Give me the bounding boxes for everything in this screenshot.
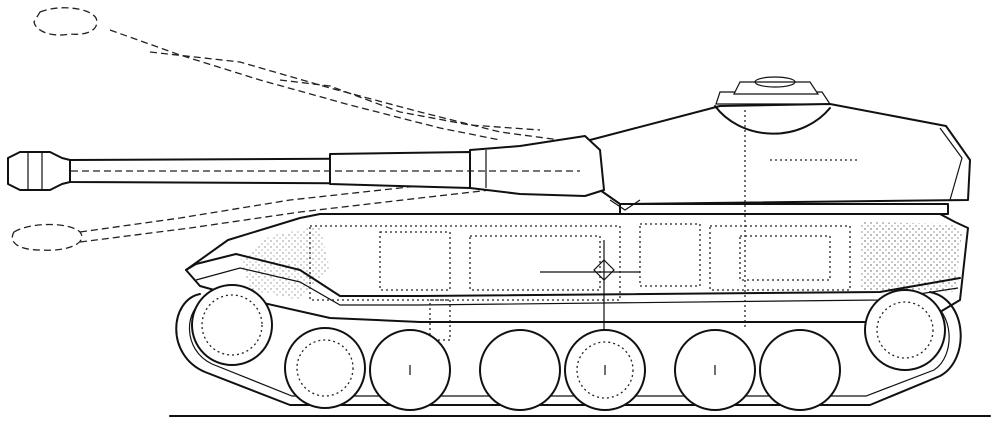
drive-sprocket bbox=[864, 289, 946, 371]
gun-elevation-ghost-lower bbox=[11, 177, 491, 251]
road-wheel bbox=[479, 329, 561, 411]
gun-elevation-ghost-upper bbox=[33, 7, 561, 141]
road-wheels bbox=[284, 327, 841, 411]
road-wheel bbox=[759, 329, 841, 411]
idler-wheel bbox=[191, 284, 273, 366]
hull bbox=[185, 213, 969, 341]
turret bbox=[584, 76, 971, 330]
main-gun bbox=[7, 135, 605, 197]
